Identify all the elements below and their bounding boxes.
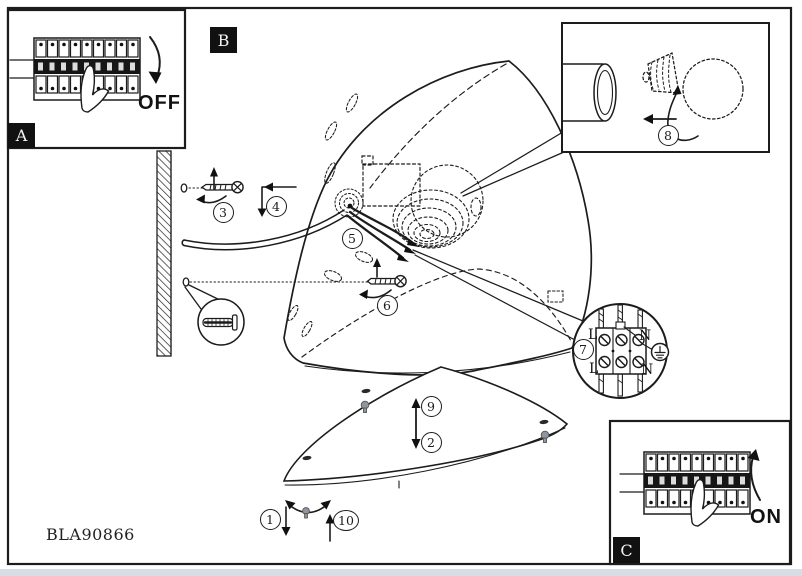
breaker-off-label: OFF <box>138 92 181 114</box>
step-9-marker: 9 <box>420 395 442 417</box>
step-1-marker: 1 <box>259 508 281 530</box>
curved-arrow-up-icon <box>750 456 761 501</box>
section-label-c: C <box>613 537 640 563</box>
keyhole-slots <box>287 93 564 338</box>
step-7-marker: 7 <box>572 338 594 360</box>
screw-in-arrows <box>643 85 699 142</box>
step-10-marker: 10 <box>333 509 359 531</box>
mounting-plate <box>282 366 569 489</box>
step-5-marker: 5 <box>341 227 363 249</box>
lamp-socket <box>392 164 484 249</box>
step-4-marker: 4 <box>265 195 287 217</box>
terminal-label-n-bottom: N <box>641 362 654 378</box>
section-label-b: B <box>210 27 237 53</box>
breaker-on-label: ON <box>750 506 782 528</box>
screw-step3 <box>180 167 244 204</box>
wall-anchor-icon <box>202 314 238 331</box>
plate-screws <box>360 400 550 443</box>
earth-ground-icon <box>650 342 670 362</box>
inset-a-breaker-off <box>6 8 187 150</box>
arrow-step4 <box>257 182 297 217</box>
step-6-marker: 6 <box>376 294 398 316</box>
step-8-marker: 8 <box>657 124 679 146</box>
lead-wires <box>346 206 419 262</box>
mains-cable <box>181 209 348 251</box>
wall-section <box>156 150 172 357</box>
step-2-marker: 2 <box>420 431 442 453</box>
inset-c-breaker-on <box>608 419 792 566</box>
terminal-label-l-bottom: L <box>589 361 599 377</box>
terminal-label-n-top: N <box>639 328 652 344</box>
lamp-shade <box>283 60 593 376</box>
part-code: BLA90866 <box>46 525 135 544</box>
screw-step6 <box>182 258 407 346</box>
callout-lines <box>412 131 584 341</box>
section-label-a: A <box>8 123 35 148</box>
terminal-block-inset <box>572 303 670 399</box>
plate-fixing-arrows <box>281 500 335 542</box>
terminal-label-l-top: L <box>588 327 598 343</box>
step-3-marker: 3 <box>212 201 234 223</box>
mounting-bracket <box>361 155 421 207</box>
lamp-socket-icon <box>561 63 617 122</box>
page-footer-strip <box>0 569 802 576</box>
